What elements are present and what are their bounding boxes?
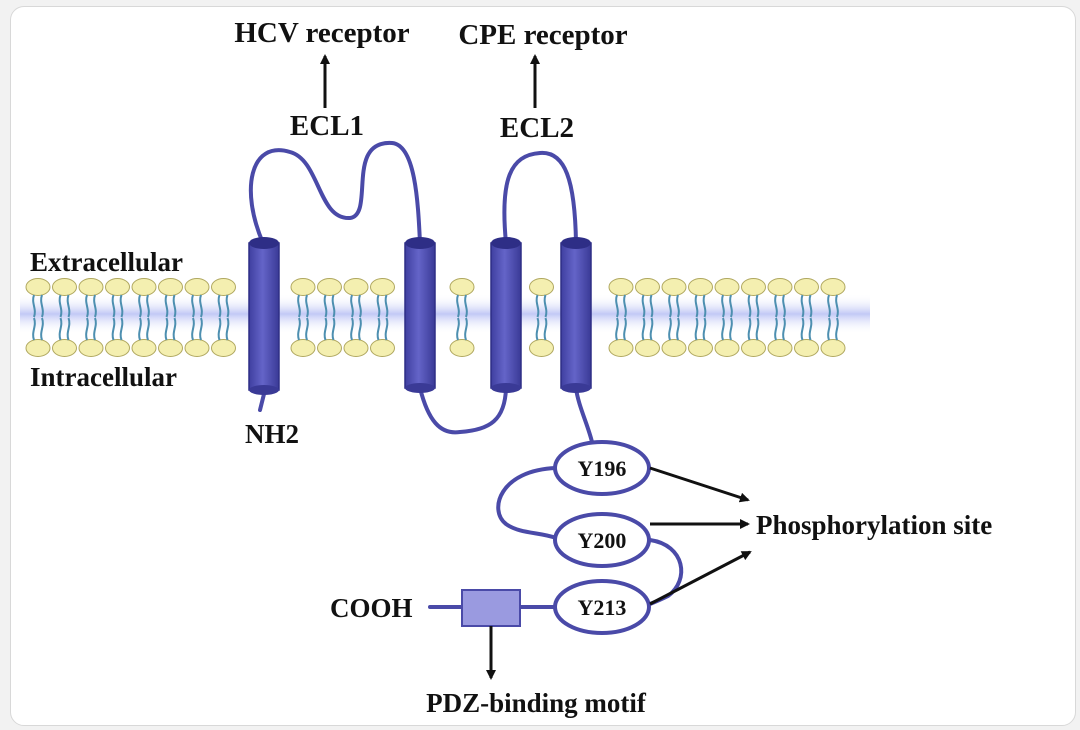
residue-label: Y200 — [578, 528, 627, 553]
cylinder-helix-icon — [248, 237, 280, 395]
residue-label: Y213 — [578, 595, 627, 620]
protein-chain — [248, 140, 684, 609]
c-terminal-segment-2 — [496, 466, 558, 540]
ecl1-label: ECL1 — [290, 110, 364, 142]
extracellular-label: Extracellular — [30, 247, 183, 277]
phospholipid-icon — [25, 278, 846, 357]
nh2-label: NH2 — [245, 419, 299, 449]
ecl2-loop — [502, 150, 578, 245]
cooh-label: COOH — [330, 593, 413, 623]
residue-label: Y196 — [578, 456, 627, 481]
residue-y196: Y196 — [553, 440, 651, 496]
ecl1-loop — [248, 140, 422, 245]
pdz-binding-box — [461, 589, 521, 627]
ecl2-label: ECL2 — [500, 112, 574, 144]
residue-y213: Y213 — [553, 579, 651, 635]
intracellular-loop — [418, 386, 508, 435]
intracellular-label: Intracellular — [30, 362, 177, 392]
membrane-core — [20, 294, 870, 334]
residue-y200: Y200 — [553, 512, 651, 568]
cylinder-helix-icon — [404, 237, 436, 393]
arrow-icon — [649, 550, 752, 606]
phosphorylation-site-label: Phosphorylation site — [756, 510, 992, 540]
pdz-binding-motif-label: PDZ-binding motif — [426, 688, 647, 718]
cylinder-helix-icon — [490, 237, 522, 393]
hcv-receptor-label: HCV receptor — [234, 17, 409, 49]
cylinder-helix-icon — [560, 237, 592, 393]
c-terminal-segment-1 — [574, 386, 594, 444]
cpe-receptor-label: CPE receptor — [458, 19, 627, 51]
arrows — [320, 54, 752, 680]
transmembrane-helices — [248, 237, 592, 395]
lipid-bilayer — [20, 278, 870, 357]
arrow-icon — [649, 466, 750, 503]
